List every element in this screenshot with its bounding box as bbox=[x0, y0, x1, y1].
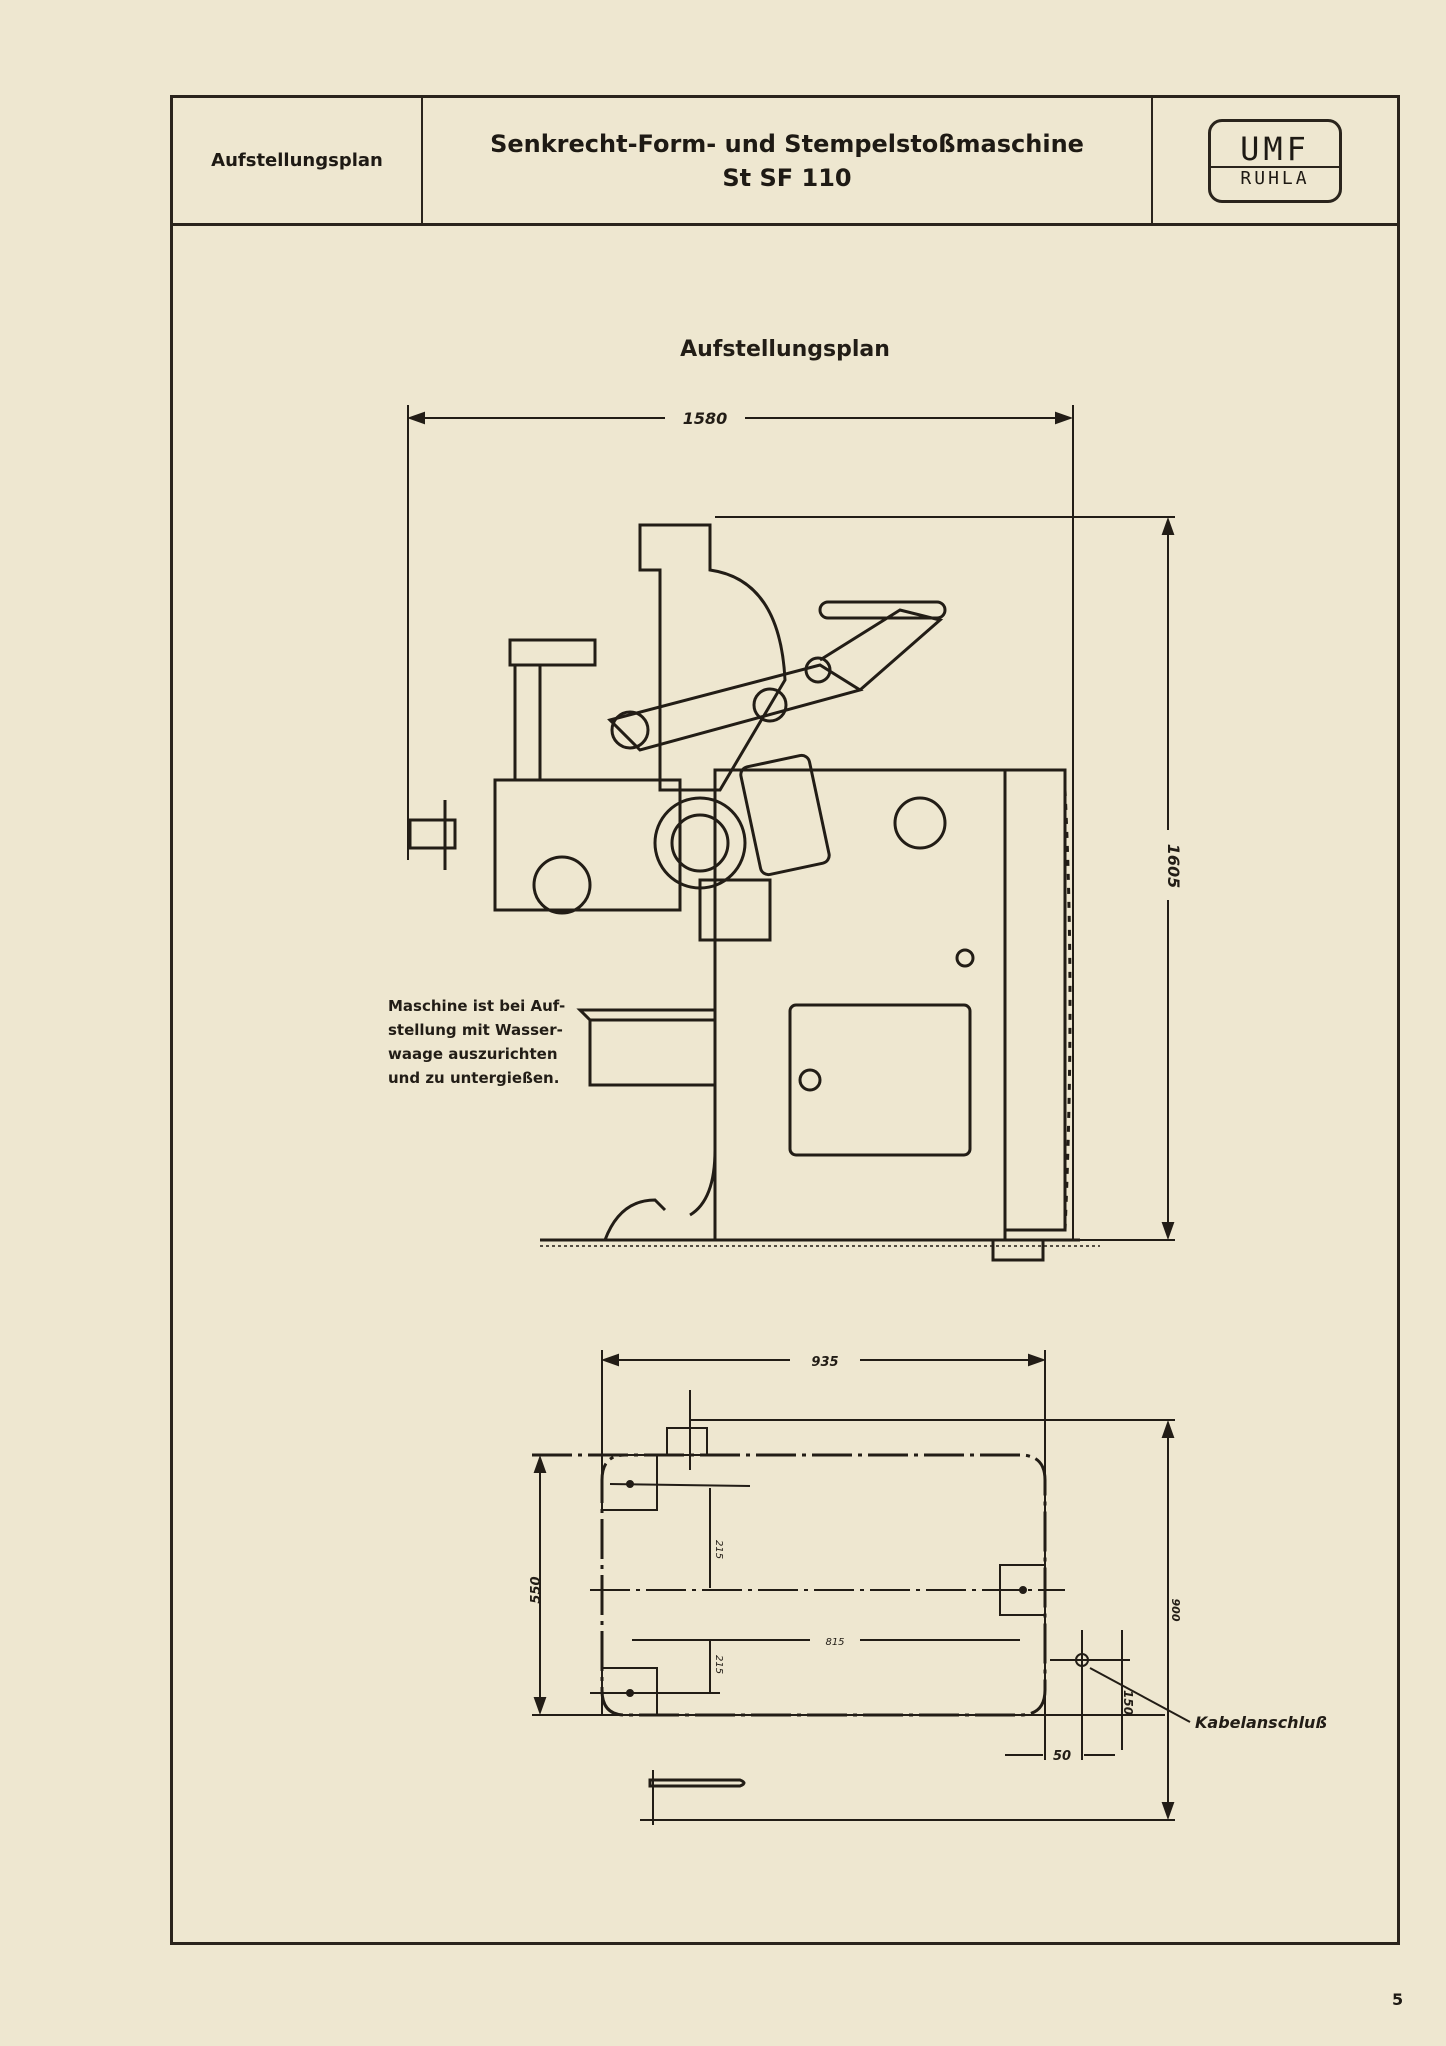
cable-connection-label: Kabelanschluß bbox=[1195, 1713, 1327, 1732]
dim-815: 815 bbox=[825, 1637, 844, 1648]
machine-title: Senkrecht-Form- und Stempelstoßmaschine … bbox=[423, 98, 1153, 223]
note-line-3: waage auszurichten bbox=[388, 1045, 558, 1063]
section-text: Aufstellungsplan bbox=[211, 150, 383, 171]
dim-50: 50 bbox=[1053, 1749, 1071, 1764]
logo-bottom: RUHLA bbox=[1211, 166, 1339, 189]
title-block: Aufstellungsplan Senkrecht-Form- und Ste… bbox=[173, 98, 1397, 226]
machine-side-view bbox=[408, 523, 1100, 1262]
umf-ruhla-logo: UMF RUHLA bbox=[1208, 118, 1342, 203]
installation-note: Maschine ist bei Auf- stellung mit Wasse… bbox=[388, 997, 565, 1087]
dim-900: 900 bbox=[1169, 1599, 1182, 1622]
logo-cell: UMF RUHLA bbox=[1153, 98, 1397, 223]
page-number: 5 bbox=[1392, 1990, 1404, 2009]
width-dimension-1580: 1580 bbox=[407, 405, 1074, 1240]
title-line-2: St SF 110 bbox=[722, 163, 852, 192]
drawing-frame: Aufstellungsplan Senkrecht-Form- und Ste… bbox=[170, 95, 1400, 1945]
dim-215-lower: 215 bbox=[713, 1655, 724, 1674]
dim-150: 150 bbox=[1121, 1690, 1135, 1715]
dim-935: 935 bbox=[811, 1355, 838, 1370]
logo-top: UMF bbox=[1240, 130, 1310, 168]
note-line-2: stellung mit Wasser- bbox=[388, 1021, 563, 1039]
drawing-title: Aufstellungsplan bbox=[680, 337, 890, 362]
height-dimension-1605: 1605 bbox=[715, 516, 1183, 1241]
section-label: Aufstellungsplan bbox=[173, 98, 423, 223]
title-line-1: Senkrecht-Form- und Stempelstoßmaschine bbox=[490, 129, 1084, 158]
dim-1580: 1580 bbox=[683, 409, 728, 428]
plan-view: 935 550 900 215 215 815 150 bbox=[529, 1350, 1327, 1825]
note-line-1: Maschine ist bei Auf- bbox=[388, 997, 565, 1015]
dim-550: 550 bbox=[529, 1576, 544, 1603]
note-line-4: und zu untergießen. bbox=[388, 1069, 559, 1087]
dim-1605: 1605 bbox=[1164, 844, 1183, 889]
dim-215-upper: 215 bbox=[713, 1540, 724, 1559]
